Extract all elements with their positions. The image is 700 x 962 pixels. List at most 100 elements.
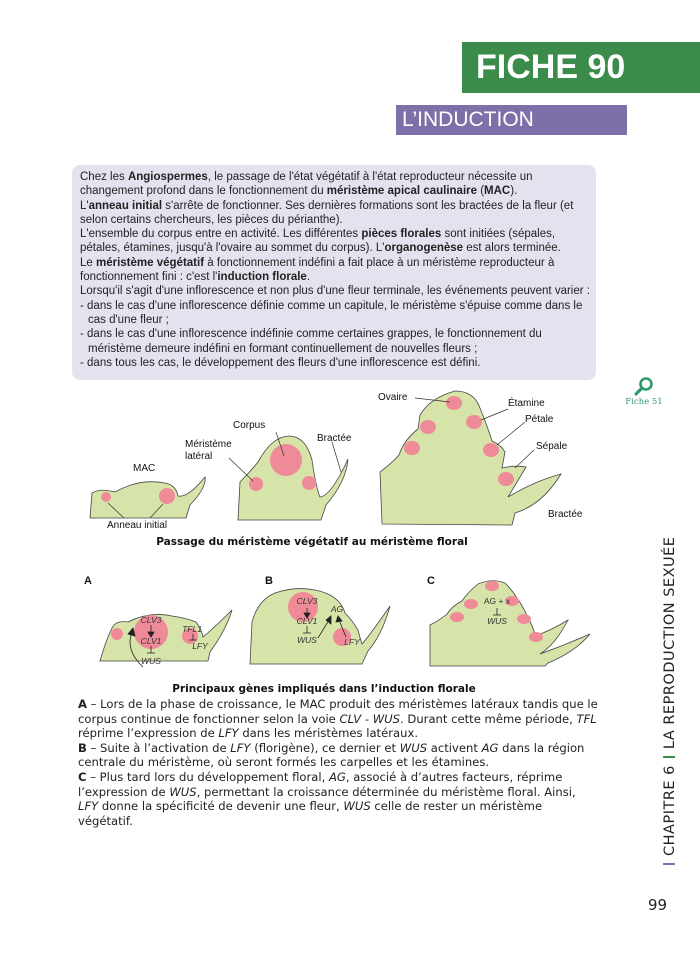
label-sepale: Sépale <box>536 441 568 452</box>
text-run: est alors terminée. <box>463 242 561 255</box>
figure-meristem-transition <box>89 390 562 526</box>
corpus-dot <box>288 592 318 622</box>
fiche-number: FICHE 90 <box>462 42 700 93</box>
gene-wus: WUS <box>141 656 161 666</box>
text-run: L' <box>80 199 89 212</box>
bold-term: B <box>78 740 87 755</box>
text-run: ). <box>510 185 518 198</box>
stamen-dot <box>420 420 436 434</box>
meristem-dot <box>529 632 543 642</box>
text-run: . Durant cette même période, <box>400 711 577 726</box>
panel-c-shape <box>429 580 591 667</box>
label-petale: Pétale <box>525 414 554 425</box>
bold-term: induction florale <box>217 271 307 284</box>
gene-name: CLV - WUS <box>339 711 401 726</box>
bold-term: MAC <box>484 185 511 198</box>
figure2-caption: Principaux gènes impliqués dans l’induct… <box>172 683 476 695</box>
bold-term: méristème végétatif <box>96 256 205 269</box>
cross-reference-link[interactable]: Fiche 51 <box>622 376 666 407</box>
gene-name: WUS <box>399 740 428 755</box>
gene-wus: WUS <box>487 616 507 626</box>
label-meristeme-lateral: latéral <box>185 451 212 462</box>
gene-name: WUS <box>169 784 197 799</box>
chapter-number: CHAPITRE 6 <box>662 765 678 856</box>
meristem-dot <box>101 492 111 502</box>
text-run: activent <box>427 740 482 755</box>
meristem-dot <box>302 476 316 490</box>
page-number: 99 <box>648 896 668 914</box>
intro-paragraph: Lorsqu'il s'agit d'une inflorescence et … <box>80 284 590 298</box>
gene-name: AG <box>328 769 346 784</box>
panel-label-a: A <box>84 575 92 587</box>
page-title: L’INDUCTION FLORALE <box>396 105 627 161</box>
gene-clv3: CLV3 <box>141 615 162 625</box>
corpus-dot <box>270 444 302 476</box>
petal-dot <box>404 441 420 455</box>
text-run: réprime l’expression de <box>78 726 219 741</box>
text-run: dans la région centrale du méristème, où… <box>78 740 585 770</box>
mac-shape <box>89 476 206 519</box>
purple-separator <box>663 863 675 865</box>
magnifier-icon <box>634 377 653 396</box>
note-a: A – Lors de la phase de croissance, le M… <box>78 697 598 741</box>
figure-genes <box>99 580 591 668</box>
stamen-dot <box>466 415 482 429</box>
gene-name: AG <box>481 740 499 755</box>
gene-lfy: LFY <box>192 641 209 651</box>
label-ovaire: Ovaire <box>378 392 408 403</box>
text-run: – Lors de la phase de croissance, le MAC… <box>78 697 598 726</box>
meristem-dot <box>505 596 519 606</box>
text-run: , permettant la croissance déterminée du… <box>196 784 576 799</box>
gene-clv1: CLV1 <box>297 616 318 626</box>
text-run: – Suite à l’activation de <box>86 740 231 755</box>
text-run: Le <box>80 256 96 269</box>
label-bractee: Bractée <box>317 433 352 444</box>
note-c: C – Plus tard lors du développement flor… <box>78 770 598 828</box>
gene-wus: WUS <box>297 635 317 645</box>
panel-label-c: C <box>427 575 435 587</box>
text-run: Lorsqu'il s'agit d'une inflorescence et … <box>80 285 590 298</box>
bold-term: méristème apical caulinaire <box>326 185 478 198</box>
intro-box: Chez les Angiospermes, le passage de l'é… <box>72 165 596 380</box>
label-corpus: Corpus <box>233 420 265 431</box>
floral-meristem-shape <box>237 435 349 521</box>
bold-term: anneau initial <box>88 199 163 212</box>
gene-name: LFY <box>230 740 251 755</box>
text-run: sont initiées (sépales, pétales, étamine… <box>80 228 556 255</box>
text-run: dans les méristèmes latéraux. <box>238 726 418 741</box>
text-run: – Plus tard lors du développement floral… <box>86 769 329 784</box>
gene-name: TFL <box>576 711 597 726</box>
meristem-dot <box>159 488 175 504</box>
gene-lfy: LFY <box>344 637 361 647</box>
intro-paragraph: L'ensemble du corpus entre en activité. … <box>80 227 590 256</box>
text-run: , associé à d’autres facteurs, réprime l… <box>78 769 563 799</box>
intro-list-item: - dans le cas d'une inflorescence défini… <box>80 299 583 326</box>
green-separator <box>663 756 675 759</box>
bold-term: organogenèse <box>384 242 464 255</box>
ovary-dot <box>446 396 462 410</box>
bold-term: Angiospermes <box>127 171 208 183</box>
chapter-title: LA REPRODUCTION SEXUÉE <box>662 536 678 750</box>
intro-paragraph: L'anneau initial s'arrête de fonctionner… <box>80 199 590 228</box>
gene-clv1: CLV1 <box>141 636 162 646</box>
meristem-dot <box>485 581 499 591</box>
intro-paragraph: Chez les Angiospermes, le passage de l'é… <box>80 170 590 199</box>
gene-name: LFY <box>218 726 239 741</box>
label-anneau-initial: Anneau initial <box>107 520 167 531</box>
label-meristeme-lateral: Méristème <box>185 439 232 450</box>
text-run: s'arrête de fonctionner. Ses dernières f… <box>80 199 574 226</box>
text-run: celle de rester un méristème végétatif. <box>78 799 543 828</box>
petal-dot <box>483 443 499 457</box>
gene-name: LFY <box>78 799 99 814</box>
figure1-caption: Passage du méristème végétatif au mérist… <box>156 536 468 548</box>
intro-list-item: - dans tous les cas, le développement de… <box>80 356 481 369</box>
text-run: (florigène), ce dernier et <box>250 740 400 755</box>
bold-term: C <box>78 769 87 784</box>
meristem-dot <box>517 614 531 624</box>
figure-notes: A – Lors de la phase de croissance, le M… <box>78 697 598 828</box>
panel-label-b: B <box>265 575 273 587</box>
sepal-dot <box>498 472 514 486</box>
meristem-dot <box>450 612 464 622</box>
label-mac: MAC <box>133 463 155 474</box>
